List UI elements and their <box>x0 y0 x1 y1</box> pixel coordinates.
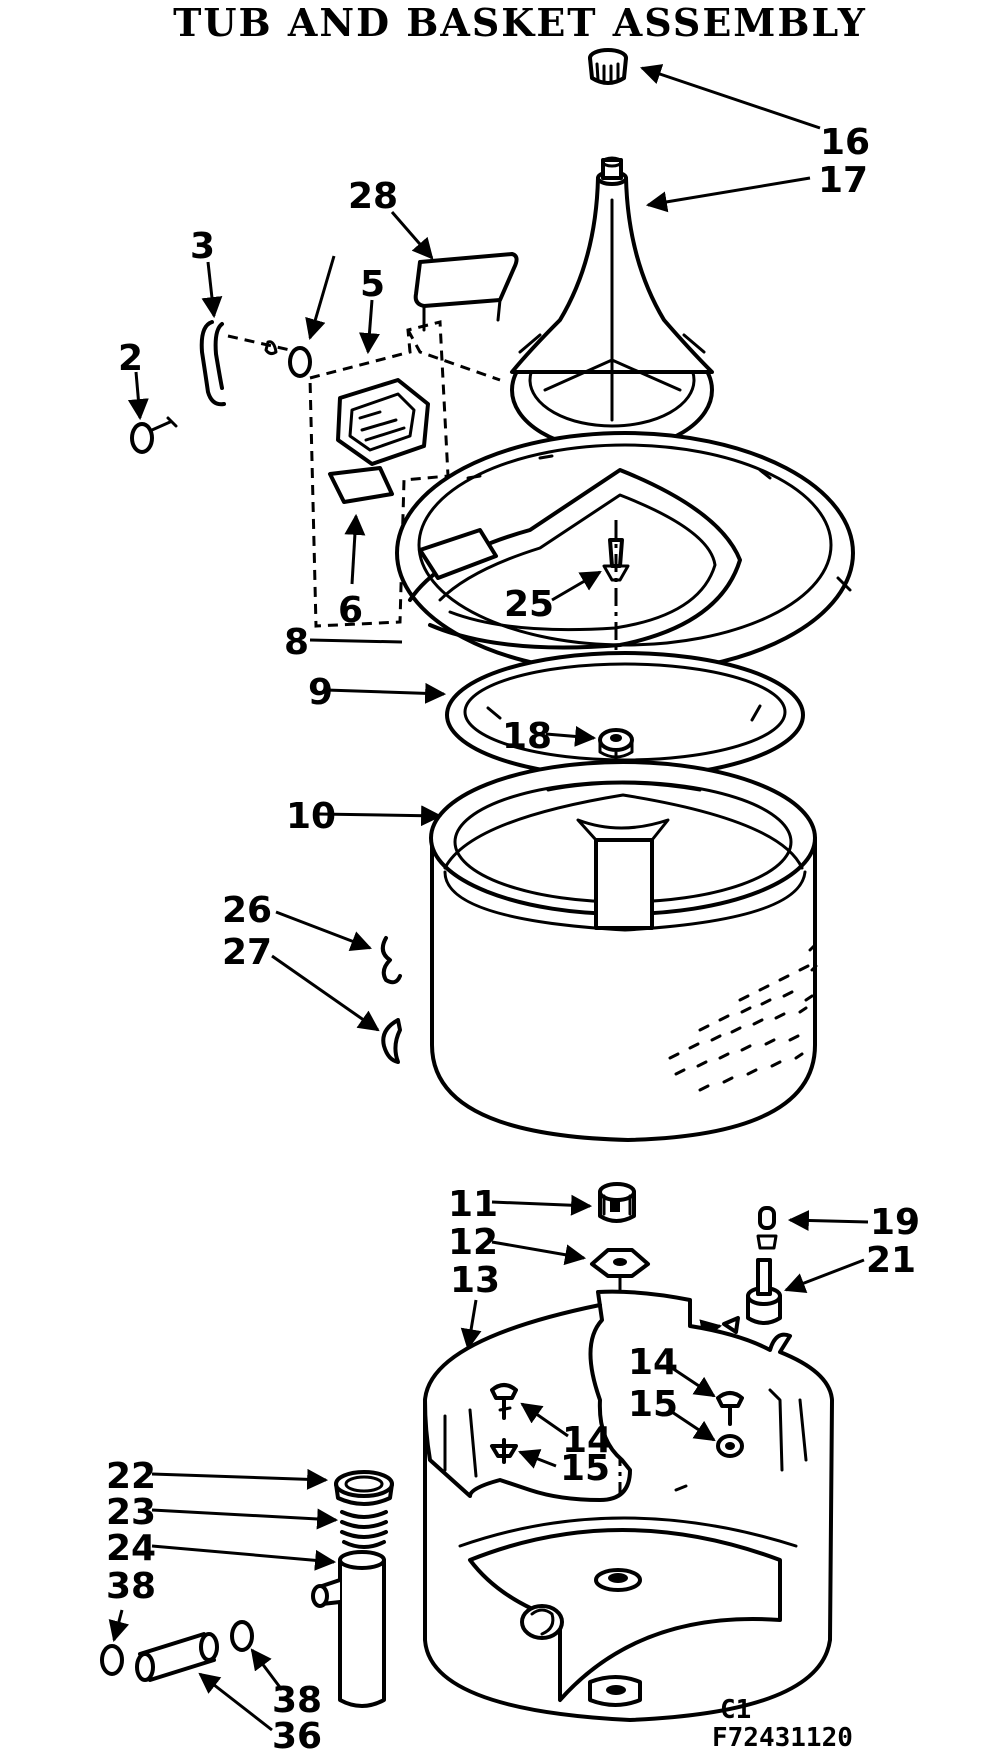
part-22-pipe-cap <box>334 1470 394 1506</box>
part-3-hose <box>199 320 291 407</box>
part-14-screw-left <box>490 1383 518 1420</box>
leader-8 <box>309 638 403 644</box>
part-24-drain-pipe <box>311 1550 386 1708</box>
part-8-tub-cover <box>395 431 855 675</box>
label-5: 5 <box>360 264 385 305</box>
label-38-left: 38 <box>106 1566 156 1607</box>
leader-12 <box>491 1240 587 1266</box>
part-28-filter-cup <box>413 252 519 332</box>
label-15-right: 15 <box>628 1384 678 1425</box>
label-14-left: 14 <box>562 1420 612 1461</box>
leader-13 <box>460 1299 482 1351</box>
drawing-code-line-1: C1 <box>720 1695 751 1725</box>
leader-22 <box>151 1468 329 1490</box>
label-28: 28 <box>348 176 398 217</box>
part-6-plate <box>328 466 394 504</box>
label-26: 26 <box>222 890 272 931</box>
leader-27 <box>271 954 380 1032</box>
part-20-tip <box>722 1316 740 1334</box>
label-36: 36 <box>272 1716 322 1755</box>
part-16-agitator-cap <box>588 48 628 85</box>
label-38-right: 38 <box>272 1680 322 1721</box>
part-38-clamp-left <box>100 1644 124 1676</box>
leader-19 <box>787 1209 869 1231</box>
part-36-hose <box>135 1632 219 1682</box>
label-10: 10 <box>286 796 336 837</box>
part-15-washer-left <box>490 1438 518 1464</box>
label-24: 24 <box>106 1528 156 1569</box>
label-3: 3 <box>190 226 215 267</box>
leader-10 <box>317 805 443 827</box>
part-17-agitator <box>510 156 714 452</box>
part-5-bracket <box>336 378 430 466</box>
label-22: 22 <box>106 1456 156 1497</box>
part-9-gasket-ring <box>445 651 805 779</box>
leader-23 <box>151 1508 339 1530</box>
label-17: 17 <box>818 160 868 201</box>
label-21: 21 <box>866 1240 916 1281</box>
label-15-left: 15 <box>560 1448 610 1489</box>
part-2-clamp <box>130 416 178 454</box>
leader-2 <box>127 371 149 421</box>
part-21-valve <box>746 1258 782 1325</box>
label-14-right: 14 <box>628 1342 678 1383</box>
label-9: 9 <box>308 672 333 713</box>
part-12-washer <box>590 1248 650 1278</box>
part-25-fastener <box>602 538 630 582</box>
leader-25 <box>551 570 602 602</box>
leader-38-left <box>108 1609 130 1643</box>
leader-14-right <box>671 1366 716 1398</box>
leader-15-right <box>671 1410 716 1442</box>
leader-9 <box>325 682 447 704</box>
leader-6 <box>344 513 366 585</box>
label-27: 27 <box>222 932 272 973</box>
leader-15-left <box>518 1449 557 1469</box>
label-18: 18 <box>502 716 552 757</box>
part-23-spring <box>340 1510 388 1549</box>
part-19-cap <box>756 1206 778 1250</box>
leader-36 <box>198 1672 273 1732</box>
label-12: 12 <box>448 1222 498 1263</box>
leader-3 <box>201 261 223 319</box>
part-38-clamp-right <box>230 1620 254 1652</box>
label-8: 8 <box>284 622 309 663</box>
label-16: 16 <box>820 122 870 163</box>
label-19: 19 <box>870 1202 920 1243</box>
leader-17 <box>645 176 811 213</box>
leader-14-left <box>520 1402 569 1438</box>
diagram-title: TUB AND BASKET ASSEMBLY <box>173 0 867 45</box>
part-14-screw-right <box>716 1391 744 1426</box>
part-27-clip <box>381 1018 402 1064</box>
label-11: 11 <box>448 1184 498 1225</box>
leader-18 <box>545 725 597 747</box>
leader-16 <box>640 64 821 130</box>
label-6: 6 <box>338 590 363 631</box>
label-23: 23 <box>106 1492 156 1533</box>
leader-11 <box>491 1194 593 1216</box>
hose-clamp-ring <box>288 346 312 378</box>
part-15-washer-right <box>716 1434 744 1458</box>
leader-21 <box>784 1258 865 1294</box>
drawing-code-line-2: F72431120 <box>712 1723 853 1753</box>
part-26-clip <box>380 936 402 985</box>
leader-24 <box>151 1544 337 1571</box>
part-10-basket <box>429 760 818 1142</box>
part-11-bushing <box>598 1182 636 1223</box>
leader-26 <box>275 910 372 952</box>
label-25: 25 <box>504 584 554 625</box>
leader-38-right <box>250 1648 284 1691</box>
leader-28 <box>390 211 434 260</box>
label-13: 13 <box>450 1260 500 1301</box>
label-2: 2 <box>118 338 143 379</box>
leader-5 <box>358 299 380 355</box>
